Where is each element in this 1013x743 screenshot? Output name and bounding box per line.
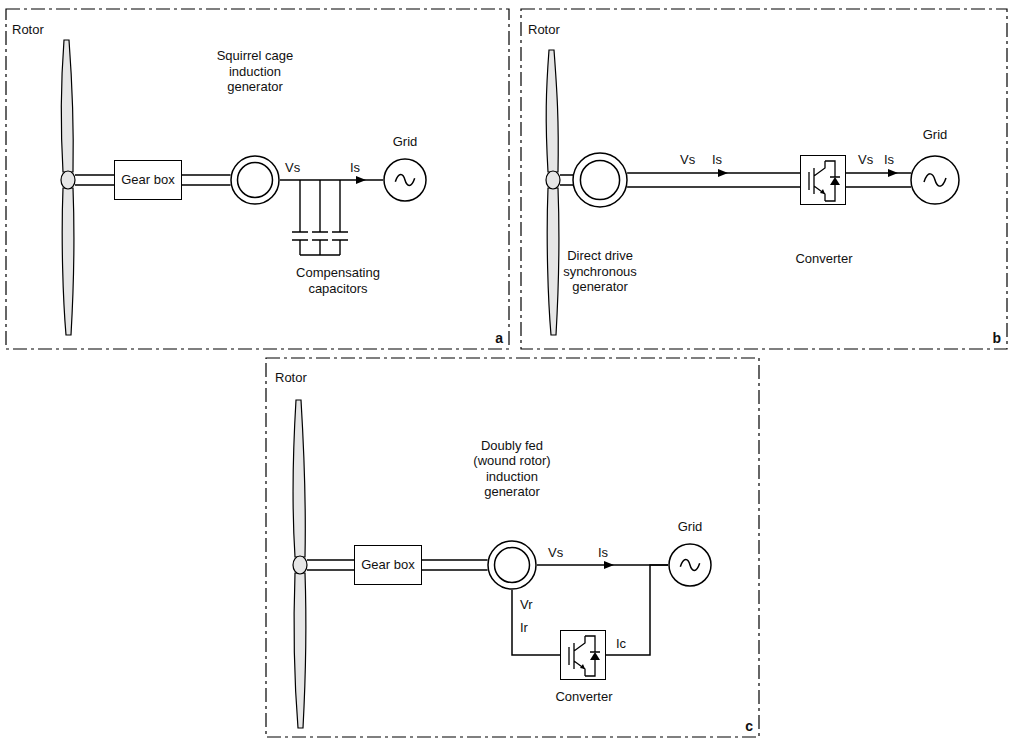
configuration-panel: c Gear box Doubly fed (wound rotor) induct… xyxy=(265,357,760,738)
grid-source: Grid xyxy=(910,155,960,205)
rotor-blade xyxy=(61,40,73,172)
part-label: Grid xyxy=(375,134,435,150)
converter-line xyxy=(606,565,668,655)
rotor-hub xyxy=(293,556,307,574)
induction-generator: Squirrel cage induction generator xyxy=(230,155,280,205)
rotor-hub xyxy=(61,171,75,189)
signal-label: Vs xyxy=(548,545,563,561)
signal-label: Vs xyxy=(680,152,695,168)
part-label: Direct drive synchronous generator xyxy=(553,248,648,295)
rotor-blade xyxy=(62,188,74,335)
configuration-panel: bDirect drive synchronous generatorConve… xyxy=(520,8,1008,350)
power-line xyxy=(627,173,800,187)
grid-symbol xyxy=(383,158,427,202)
configuration-panel: a Gear box Squirrel cage induction generat… xyxy=(5,8,510,350)
signal-label: Vs xyxy=(285,160,300,176)
capacitor-symbol xyxy=(292,180,348,255)
part-label: Rotor xyxy=(528,22,560,38)
signal-label: Ir xyxy=(520,620,528,636)
signal-label: Vr xyxy=(520,597,533,613)
rotor-blade xyxy=(546,50,558,172)
generator-symbol xyxy=(572,152,628,208)
igbt-symbol xyxy=(561,631,604,678)
power-converter: Converter xyxy=(560,630,606,680)
grid-source: Grid xyxy=(668,543,712,587)
part-label: Grid xyxy=(905,127,965,143)
part-label: Doubly fed (wound rotor) induction gener… xyxy=(465,438,560,500)
panel-letter: b xyxy=(992,330,1001,347)
rotor-hub xyxy=(546,171,560,189)
part-label: Rotor xyxy=(12,22,44,38)
box-text: Gear box xyxy=(121,172,174,188)
power-converter: Converter xyxy=(800,155,846,205)
grid-symbol xyxy=(910,155,960,205)
signal-label: Ic xyxy=(616,636,626,652)
doubly-fed-generator: Doubly fed (wound rotor) induction gener… xyxy=(487,540,537,590)
power-line xyxy=(280,179,383,181)
part-label: Squirrel cage induction generator xyxy=(208,48,303,95)
rotor-line xyxy=(512,590,560,655)
gear-box: Gear box xyxy=(354,545,422,585)
panel-letter: a xyxy=(495,330,503,347)
generator-symbol xyxy=(487,540,537,590)
box-text: Gear box xyxy=(361,557,414,573)
rotor-blade xyxy=(294,573,306,728)
synchronous-generator: Direct drive synchronous generator xyxy=(572,152,628,208)
part-label: Grid xyxy=(660,519,720,535)
drive-shaft xyxy=(422,560,488,570)
drive-shaft xyxy=(182,175,231,185)
part-label: Rotor xyxy=(275,370,307,386)
part-label: Converter xyxy=(534,689,634,705)
power-line xyxy=(537,564,668,566)
signal-label: Is xyxy=(598,545,608,561)
part-label: Converter xyxy=(774,251,874,267)
signal-label: Is xyxy=(884,152,894,168)
grid-symbol xyxy=(668,543,712,587)
igbt-symbol xyxy=(801,156,844,203)
rotor-blade xyxy=(547,188,559,335)
signal-label: Vs xyxy=(858,152,873,168)
panel-letter: c xyxy=(745,718,753,735)
rotor-blade xyxy=(293,400,305,557)
signal-label: Is xyxy=(350,160,360,176)
signal-label: Is xyxy=(712,152,722,168)
power-line xyxy=(846,173,911,187)
grid-source: Grid xyxy=(383,158,427,202)
part-label: Compensating capacitors xyxy=(288,265,388,296)
generator-symbol xyxy=(230,155,280,205)
gear-box: Gear box xyxy=(114,160,182,200)
